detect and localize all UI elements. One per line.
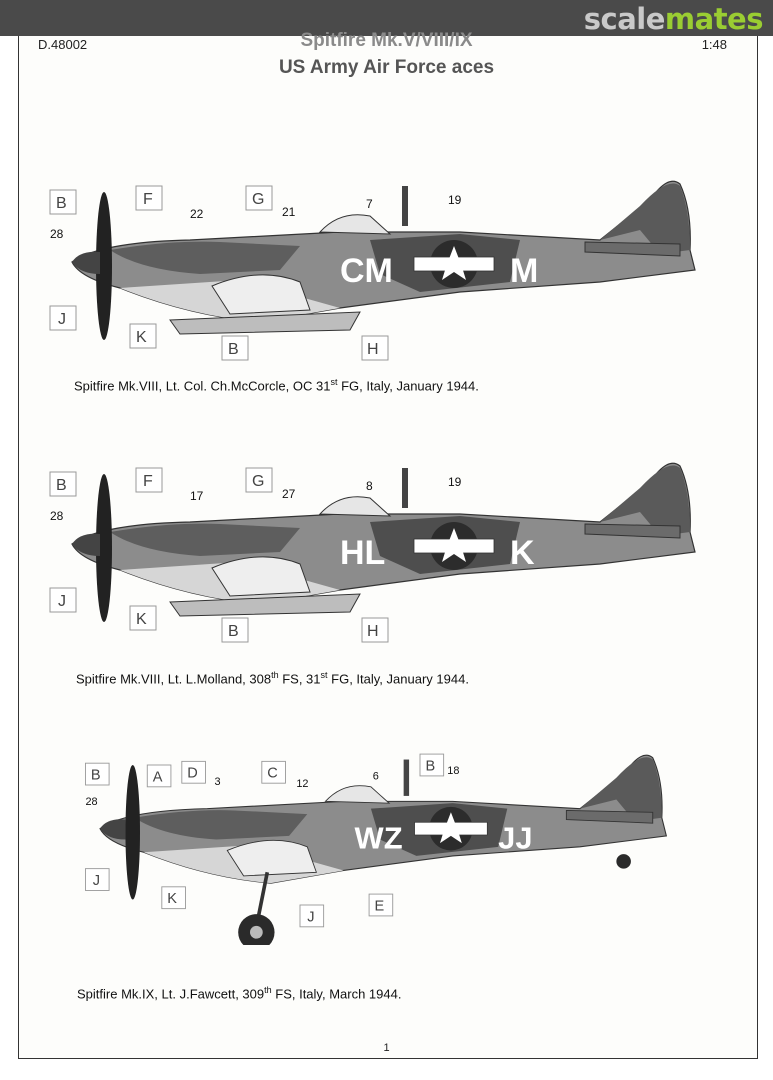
fuselage-code-right: JJ [498, 821, 532, 856]
svg-text:F: F [143, 473, 153, 490]
sheet-title: Spitfire Mk.V/VIII/IX [300, 30, 473, 51]
svg-text:B: B [228, 341, 239, 358]
svg-text:K: K [167, 891, 177, 907]
svg-text:7: 7 [366, 197, 373, 211]
profile-caption-1: Spitfire Mk.VIII, Lt. Col. Ch.McCorcle, … [74, 377, 479, 394]
part-numbers: 28 17 27 8 19 [50, 475, 462, 523]
page-number: 1 [383, 1042, 390, 1054]
top-banner: scalemates [0, 0, 773, 36]
profile-caption-2: Spitfire Mk.VIII, Lt. L.Molland, 308th F… [76, 670, 469, 687]
svg-text:B: B [91, 768, 101, 784]
fuselage-code-left: HL [340, 534, 385, 572]
svg-text:J: J [307, 909, 314, 925]
aircraft-profile-1: CM M B F G J K B H 28 22 21 7 19 [49, 180, 696, 361]
svg-text:12: 12 [296, 778, 308, 790]
callout-labels: B F G J K B H [49, 185, 389, 361]
svg-text:8: 8 [366, 479, 373, 493]
svg-text:H: H [367, 341, 379, 358]
callout-labels: B F G J K B H [49, 467, 389, 643]
svg-text:28: 28 [50, 509, 64, 523]
svg-text:J: J [58, 593, 66, 610]
svg-text:G: G [252, 473, 264, 490]
svg-text:18: 18 [447, 765, 459, 777]
profile-caption-3: Spitfire Mk.IX, Lt. J.Fawcett, 309th FS,… [77, 985, 402, 1002]
svg-text:27: 27 [282, 487, 296, 501]
svg-text:K: K [136, 611, 147, 628]
product-code: D.48002 [38, 37, 88, 52]
svg-text:B: B [56, 477, 67, 494]
svg-text:K: K [136, 329, 147, 346]
svg-text:3: 3 [215, 776, 221, 788]
svg-text:H: H [367, 623, 379, 640]
svg-text:J: J [93, 873, 100, 889]
svg-text:D: D [187, 766, 198, 782]
svg-text:19: 19 [448, 193, 462, 207]
svg-text:F: F [143, 191, 153, 208]
svg-text:28: 28 [50, 227, 64, 241]
svg-text:19: 19 [448, 475, 462, 489]
aircraft-profile-2: HL K B F G J K B H 28 17 27 8 19 [49, 462, 696, 643]
aircraft-profile-3: WZ JJ B A D C B J K J E 28 3 12 6 18 [85, 753, 668, 945]
site-logo[interactable]: scalemates [583, 2, 764, 36]
svg-text:C: C [267, 766, 278, 782]
svg-text:22: 22 [190, 207, 204, 221]
svg-text:B: B [425, 758, 435, 774]
callout-labels: B A D C B J K J E [85, 753, 445, 928]
sheet-subtitle: US Army Air Force aces [278, 57, 495, 78]
svg-text:G: G [252, 191, 264, 208]
svg-text:B: B [56, 195, 67, 212]
fuselage-code-right: K [510, 534, 535, 572]
fuselage-code-left: CM [340, 252, 393, 290]
svg-text:E: E [375, 898, 385, 914]
fuselage-code-left: WZ [355, 821, 403, 856]
svg-text:B: B [228, 623, 239, 640]
svg-text:6: 6 [373, 771, 379, 783]
svg-text:21: 21 [282, 205, 296, 219]
svg-text:17: 17 [190, 489, 204, 503]
svg-text:28: 28 [85, 796, 97, 808]
kit-scale: 1:48 [701, 37, 727, 52]
svg-text:J: J [58, 311, 66, 328]
part-numbers: 28 3 12 6 18 [85, 765, 459, 808]
fuselage-code-right: M [510, 252, 538, 290]
part-numbers: 28 22 21 7 19 [50, 193, 462, 241]
svg-text:A: A [153, 769, 163, 785]
